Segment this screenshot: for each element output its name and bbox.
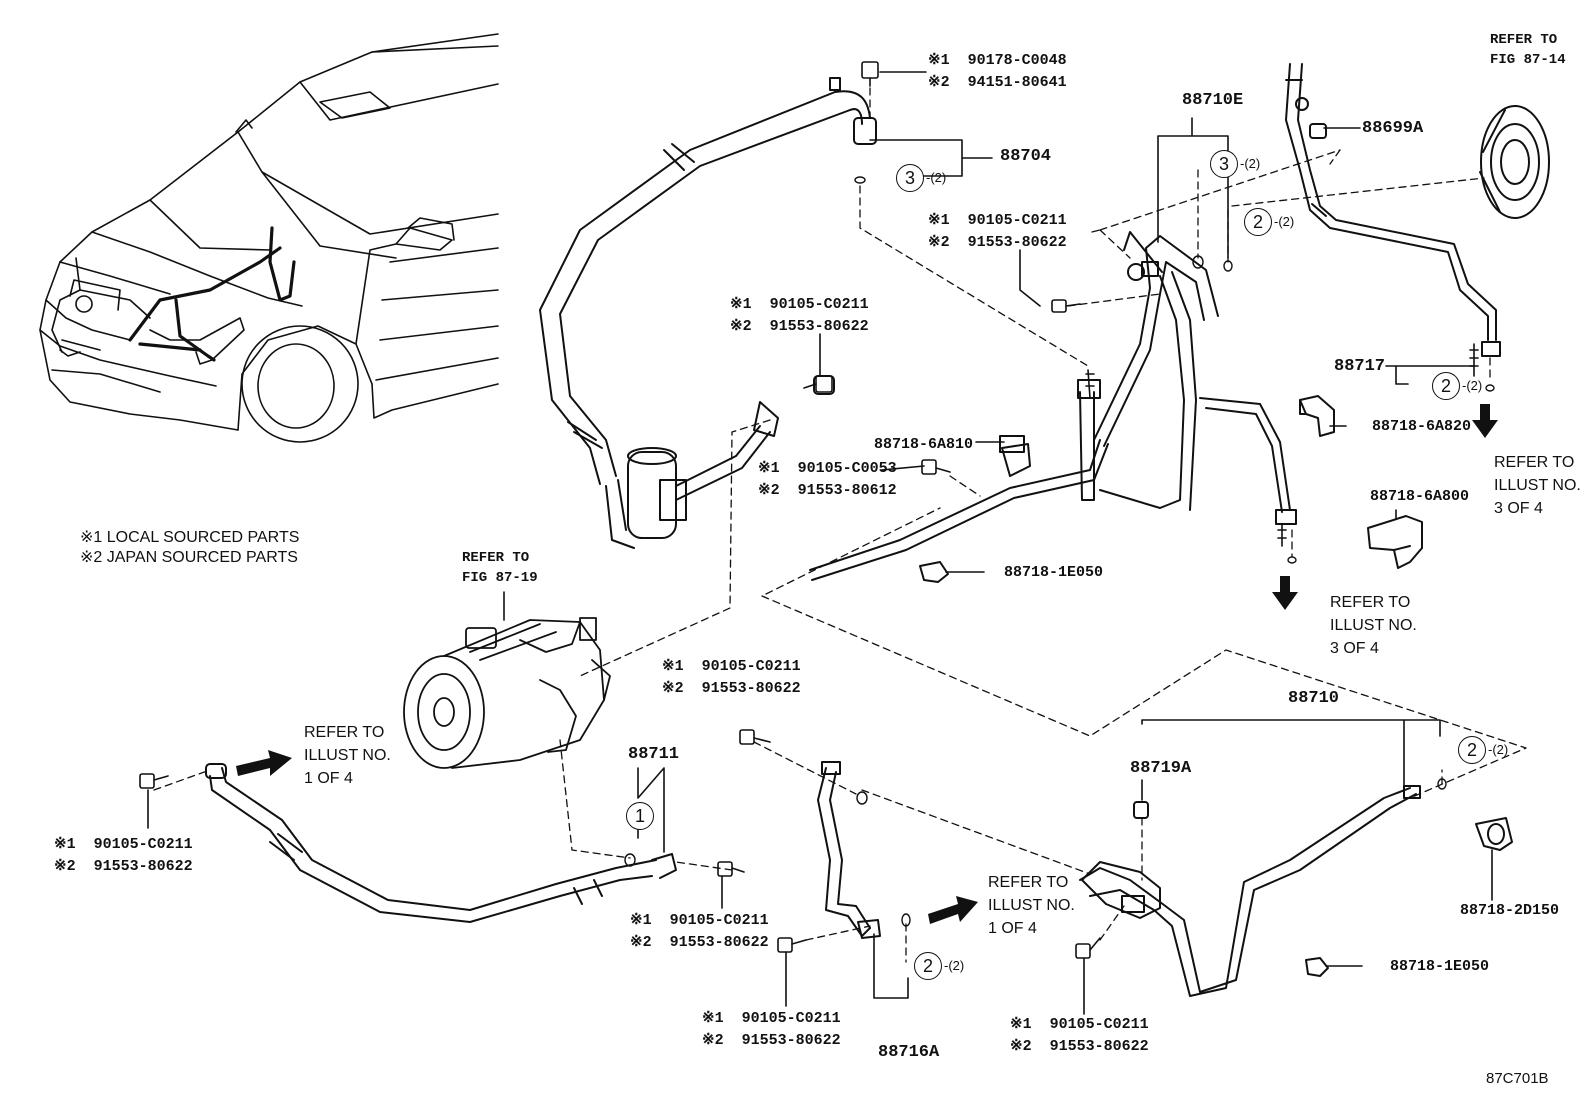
pipe-88710 xyxy=(1079,785,1421,997)
pipe-88710E-assembly xyxy=(809,231,1297,581)
bolt-ref-88710-1: ※1 90105-C0211 xyxy=(1010,1016,1149,1033)
bracket-88718-6a820 xyxy=(1299,395,1335,437)
leader-lines xyxy=(147,71,1493,1015)
illustration-code: 87C701B xyxy=(1486,1070,1549,1087)
callout-2-88710: 2 xyxy=(1458,736,1486,764)
dashed-lines xyxy=(153,87,1527,963)
bolt-icon xyxy=(921,459,951,475)
clamp-88718-1e050-top xyxy=(919,561,949,583)
bolt-icon xyxy=(139,773,169,789)
qty-88704: -(2) xyxy=(926,170,947,185)
qty-88710E-3: -(2) xyxy=(1240,156,1261,171)
bolt-ref-center-2: ※2 91553-80622 xyxy=(662,680,801,697)
refer-fig-87-19-line2: FIG 87-19 xyxy=(462,570,538,586)
part-88710: 88710 xyxy=(1288,689,1340,708)
engine-ac-lines xyxy=(128,226,296,362)
compressor xyxy=(403,617,611,769)
part-88718-6a800: 88718-6A800 xyxy=(1370,488,1470,505)
callout-3-88704: 3 xyxy=(896,164,924,192)
pipe-88716A xyxy=(817,761,881,939)
clamp-88718-2d150 xyxy=(1475,817,1513,851)
refer-illust-3-right-line2: ILLUST NO. xyxy=(1494,477,1581,494)
refer-illust-1-left-line1: REFER TO xyxy=(304,724,385,741)
part-88718-1e050-top: 88718-1E050 xyxy=(1004,564,1104,581)
part-88718-1e050-bottom: 88718-1E050 xyxy=(1390,958,1490,975)
bolt-icon xyxy=(1051,299,1081,313)
clamp-88718-1e050-bottom xyxy=(1305,957,1329,977)
arrows xyxy=(236,404,1498,924)
bolt-ref-88711-1: ※1 90105-C0211 xyxy=(630,912,769,929)
qty-88716A: -(2) xyxy=(944,958,965,973)
refer-fig-87-14-line2: FIG 87-14 xyxy=(1490,52,1566,68)
legend-japan: ※2 JAPAN SOURCED PARTS xyxy=(80,549,298,566)
refer-illust-3-right-line1: REFER TO xyxy=(1494,454,1575,471)
part-88718-6a810: 88718-6A810 xyxy=(874,436,974,453)
callout-2-88710E: 2 xyxy=(1244,208,1272,236)
bolt-icon xyxy=(1469,343,1479,377)
hose-88704 xyxy=(539,77,877,549)
bolt-ref-top-nut-1: ※1 90178-C0048 xyxy=(928,52,1067,69)
qty-88717: -(2) xyxy=(1462,378,1483,393)
pipe-88717 xyxy=(1285,63,1550,357)
bolt-ref-88716a-1: ※1 90105-C0211 xyxy=(702,1010,841,1027)
part-88716A: 88716A xyxy=(878,1043,940,1062)
refer-illust-3-right-line3: 3 OF 4 xyxy=(1494,500,1543,517)
refer-illust-3-mid-line3: 3 OF 4 xyxy=(1330,640,1379,657)
part-88718-2d150: 88718-2D150 xyxy=(1460,902,1560,919)
callout-1-88711: 1 xyxy=(626,802,654,830)
bolt-icon xyxy=(1277,523,1287,547)
clamp-88718-6a800 xyxy=(1367,515,1423,569)
bolt-ref-left-mid-1: ※1 90105-C0211 xyxy=(730,296,869,313)
bolt-ref-left-mid-2: ※2 91553-80622 xyxy=(730,318,869,335)
callout-2-88717: 2 xyxy=(1432,372,1460,400)
part-88710E: 88710E xyxy=(1182,91,1244,110)
bolt-ref-88710-2: ※2 91553-80622 xyxy=(1010,1038,1149,1055)
part-88717: 88717 xyxy=(1334,357,1386,376)
qty-88710E-2: -(2) xyxy=(1274,214,1295,229)
refer-illust-1-bottom-line3: 1 OF 4 xyxy=(988,920,1037,937)
bolt-icon xyxy=(861,61,879,87)
bolt-icon xyxy=(1085,369,1095,399)
refer-illust-1-left-line3: 1 OF 4 xyxy=(304,770,353,787)
refer-illust-3-mid-line1: REFER TO xyxy=(1330,594,1411,611)
refer-fig-87-14-line1: REFER TO xyxy=(1490,32,1558,48)
bolt-icon xyxy=(717,861,745,877)
bolt-ref-left-bottom-2: ※2 91553-80622 xyxy=(54,858,193,875)
bolt-ref-bracket-1: ※1 90105-C0053 xyxy=(758,460,897,477)
bolt-ref-mid-top-1: ※1 90105-C0211 xyxy=(928,212,1067,229)
bolt-ref-88711-2: ※2 91553-80622 xyxy=(630,934,769,951)
o-rings xyxy=(624,176,1495,927)
bolt-ref-88716a-2: ※2 91553-80622 xyxy=(702,1032,841,1049)
part-88718-6a820: 88718-6A820 xyxy=(1372,418,1472,435)
callout-3-88710E: 3 xyxy=(1210,150,1238,178)
bolt-ref-center-1: ※1 90105-C0211 xyxy=(662,658,801,675)
part-88699A: 88699A xyxy=(1362,119,1424,138)
bolt-ref-bracket-2: ※2 91553-80612 xyxy=(758,482,897,499)
qty-88710: -(2) xyxy=(1488,742,1509,757)
refer-illust-1-left-line2: ILLUST NO. xyxy=(304,747,391,764)
bolt-ref-mid-top-2: ※2 91553-80622 xyxy=(928,234,1067,251)
vehicle-illustration xyxy=(39,33,499,443)
part-88711: 88711 xyxy=(628,745,680,764)
refer-illust-1-bottom-line1: REFER TO xyxy=(988,874,1069,891)
part-88719A: 88719A xyxy=(1130,759,1192,778)
legend-local: ※1 LOCAL SOURCED PARTS xyxy=(80,529,300,546)
callout-2-88716A: 2 xyxy=(914,952,942,980)
bolt-ref-top-nut-2: ※2 94151-80641 xyxy=(928,74,1067,91)
refer-illust-3-mid-line2: ILLUST NO. xyxy=(1330,617,1417,634)
part-88704: 88704 xyxy=(1000,147,1052,166)
bolt-icon xyxy=(739,729,771,745)
bolt-icon xyxy=(803,375,833,393)
bolt-ref-left-bottom-1: ※1 90105-C0211 xyxy=(54,836,193,853)
bolt-icon xyxy=(777,937,807,953)
refer-illust-1-bottom-line2: ILLUST NO. xyxy=(988,897,1075,914)
refer-fig-87-19-line1: REFER TO xyxy=(462,550,530,566)
hose-88711 xyxy=(205,763,677,923)
bolt-icon xyxy=(1075,937,1101,959)
